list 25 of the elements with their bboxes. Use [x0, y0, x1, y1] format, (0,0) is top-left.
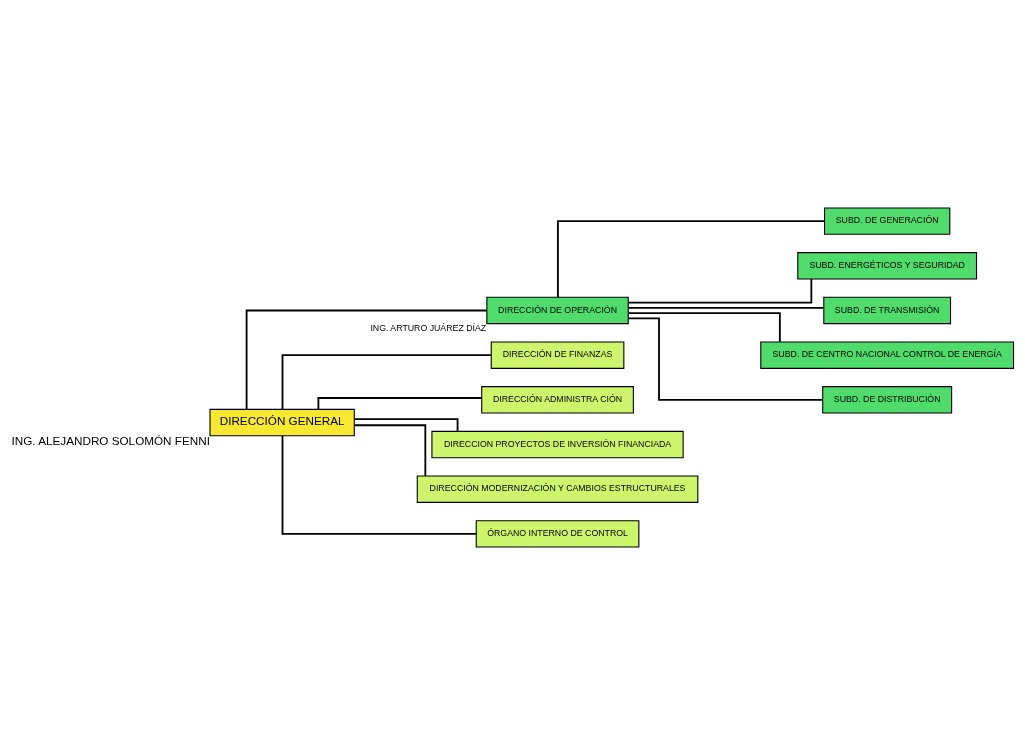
node-label: ING. ARTURO JUÁREZ DÍAZ [370, 322, 487, 333]
node-box: ÓRGANO INTERNO DE CONTROL [475, 519, 640, 548]
node-box: DIRECCIÓN ADMINISTRA CIÓN [481, 385, 634, 414]
node-box: DIRECCIÓN GENERAL [209, 408, 355, 436]
connector [353, 417, 459, 432]
node-box: DIRECCIÓN MODERNIZACIÓN Y CAMBIOS ESTRUCTURALES [416, 474, 699, 503]
connector [317, 396, 483, 410]
node-box: SUBD. DE GENERACIÓN [824, 206, 951, 235]
connector [627, 311, 781, 343]
node-box: DIRECCIÓN DE FINANZAS [490, 340, 625, 369]
connector [557, 219, 826, 298]
node-box: SUBD. DE CENTRO NACIONAL CONTROL DE ENERGÍA [760, 340, 1015, 369]
node-box: DIRECCIÓN DE OPERACIÓN [486, 296, 629, 324]
connector [281, 434, 478, 535]
node-label: ING. ALEJANDRO SOLOMÓN FENNI [11, 433, 210, 447]
node-box: SUBD. ENERGÉTICOS Y SEGURIDAD [797, 251, 978, 280]
connector [245, 309, 488, 410]
node-box: SUBD. DE DISTRIBUCIÓN [822, 385, 953, 414]
node-box: DIRECCION PROYECTOS DE INVERSIÓN FINANCIADA [431, 430, 684, 458]
connector [281, 353, 492, 410]
connector [627, 316, 824, 401]
connector [353, 423, 427, 477]
connector [627, 277, 813, 303]
node-box: SUBD. DE TRANSMISIÓN [823, 296, 952, 324]
connector [627, 306, 825, 309]
